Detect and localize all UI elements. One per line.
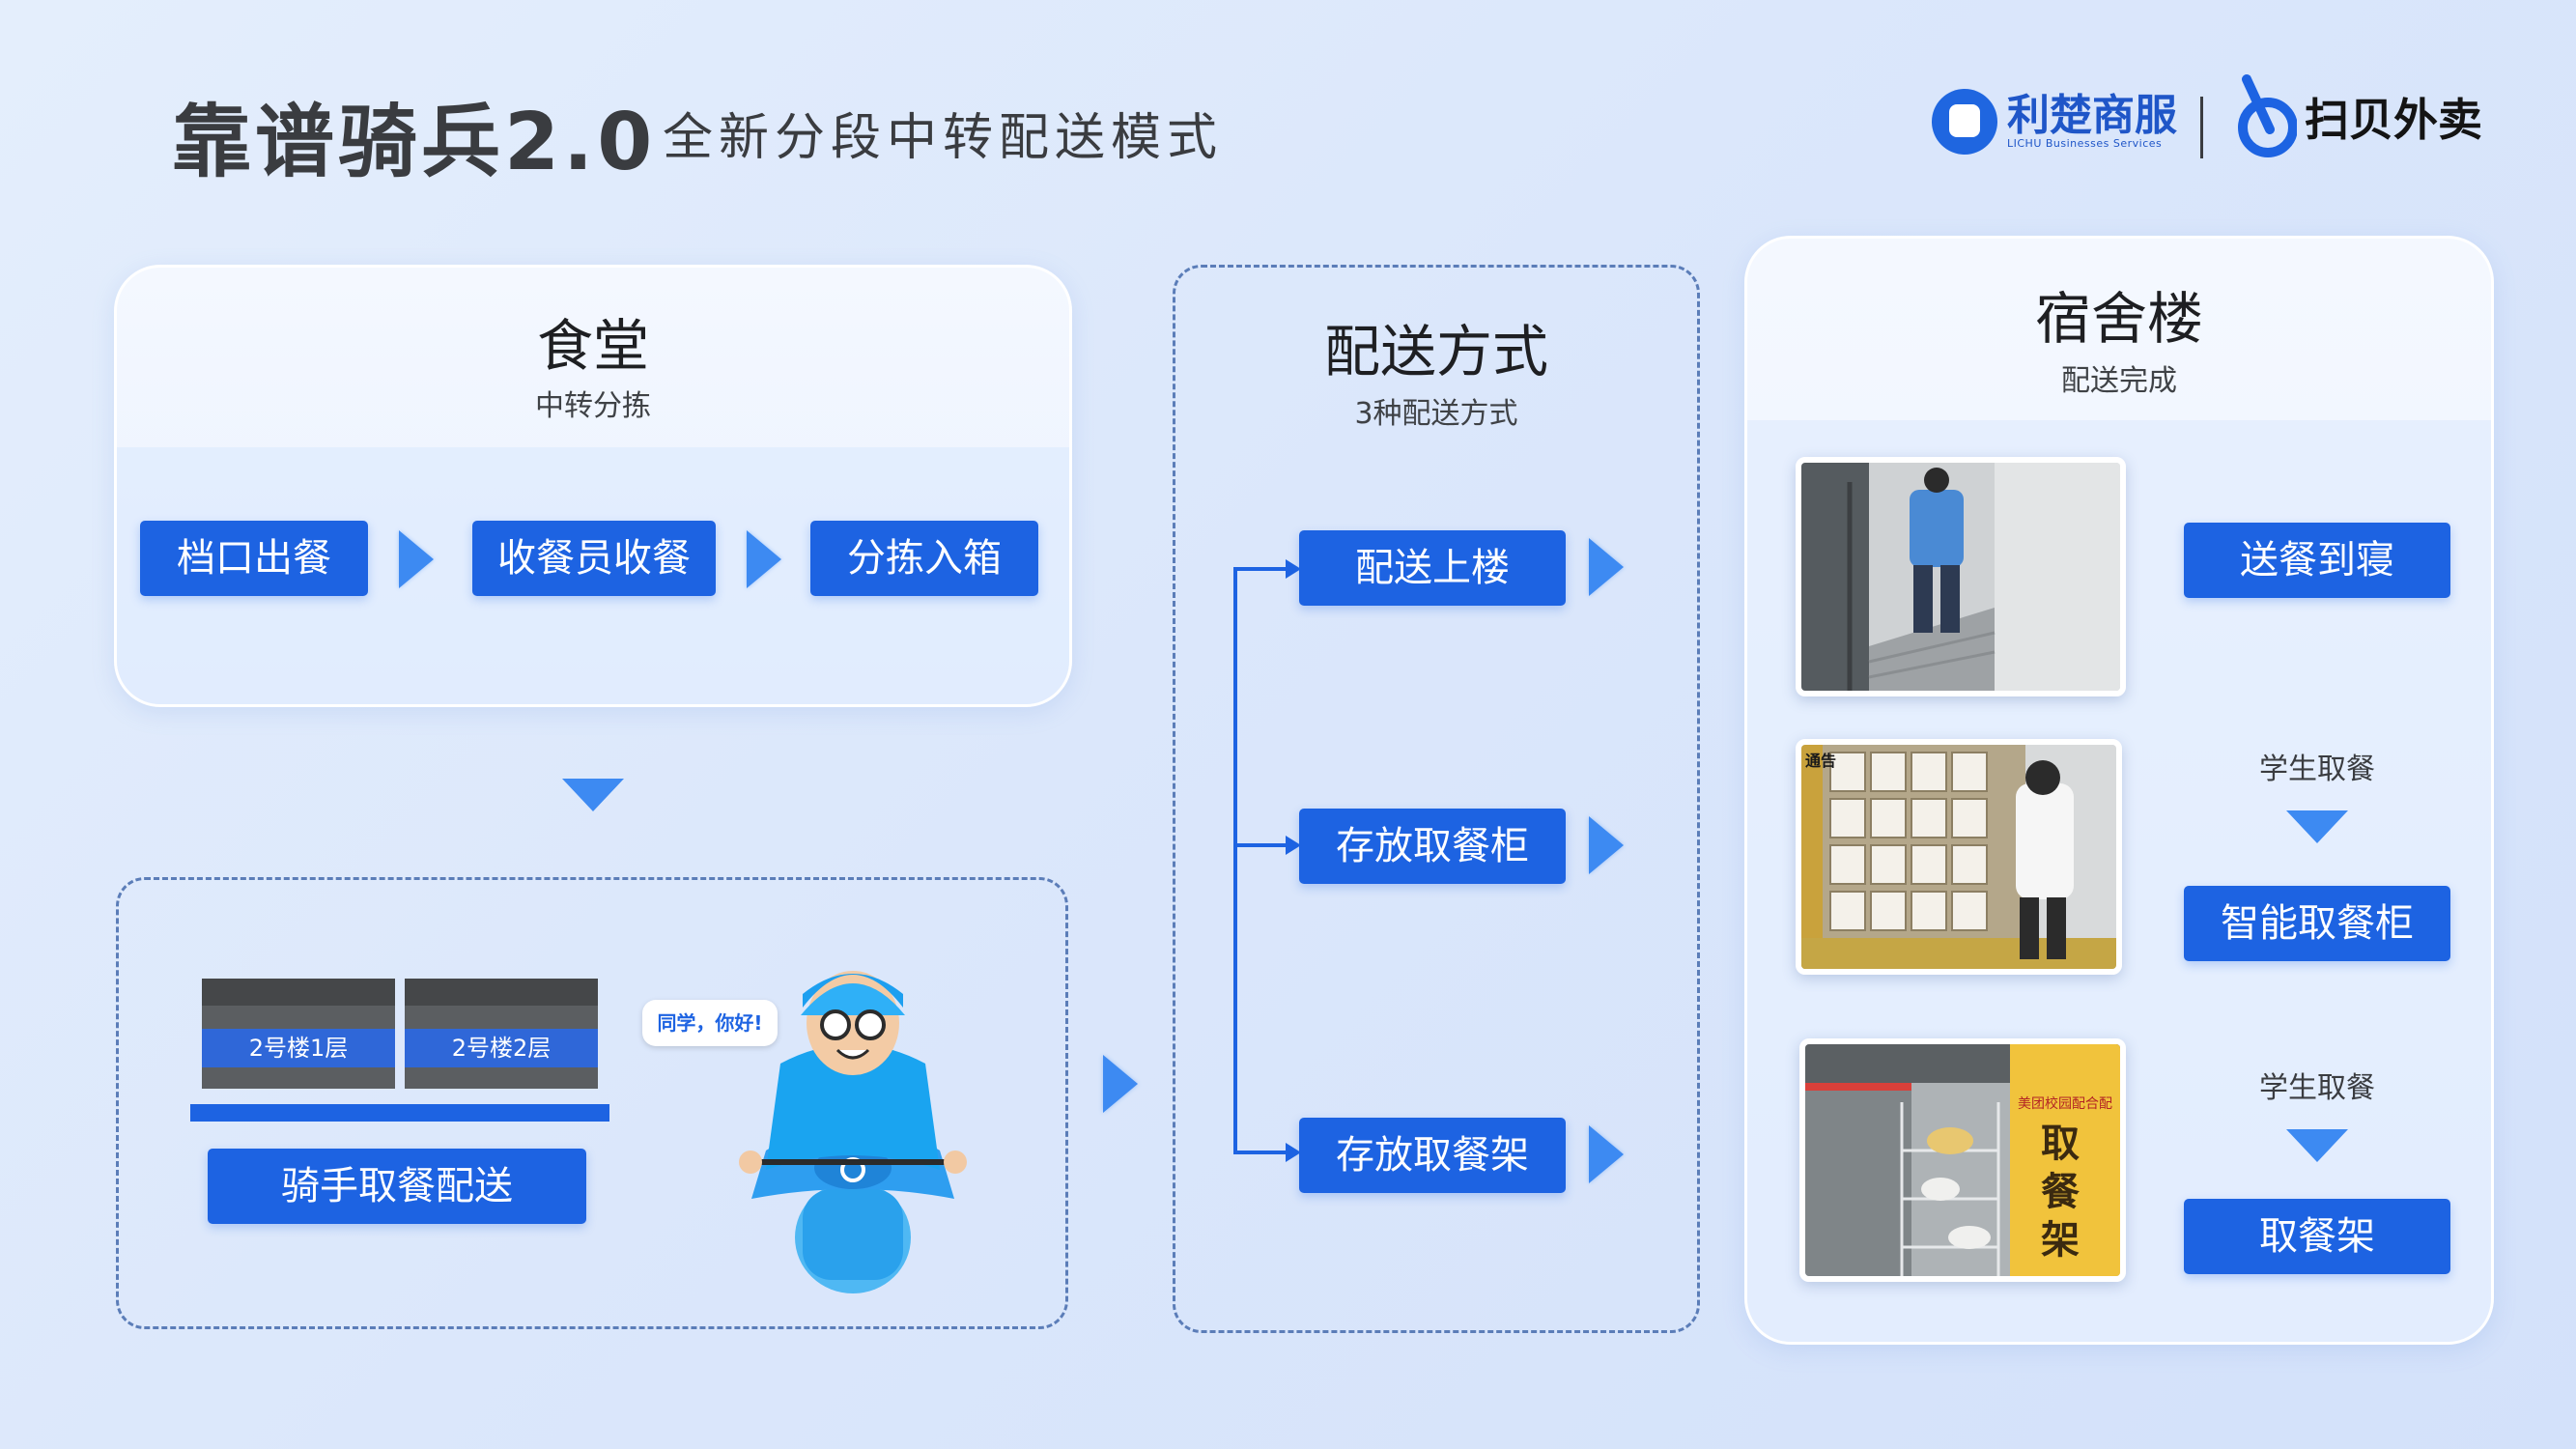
connector-arrow-icon — [1286, 1143, 1301, 1162]
lichu-logo-icon — [1932, 89, 1997, 155]
dorm-subtitle: 配送完成 — [2061, 364, 2177, 398]
lichu-logo-text: 利楚商服 — [2007, 90, 2177, 140]
delivery-title: 配送方式 — [1323, 319, 1548, 384]
rider-panel: 2号楼1层 2号楼2层 骑手取餐配送 同学，你好! — [116, 877, 1068, 1329]
photo-notice-text: 通告 — [1805, 752, 1836, 770]
crate-2: 2号楼2层 — [405, 979, 598, 1114]
photo-locker-image: 通告 — [1801, 745, 2116, 969]
method-locker: 存放取餐柜 — [1299, 809, 1566, 884]
arrow-right-icon — [747, 530, 781, 588]
photo-locker: 通告 — [1796, 739, 2122, 975]
step-stall-serve: 档口出餐 — [140, 521, 368, 596]
page-title: 靠谱骑兵2.0 — [172, 97, 657, 188]
canteen-subtitle: 中转分拣 — [535, 389, 651, 423]
dorm-title: 宿舍楼 — [2034, 286, 2203, 352]
photo-sign-top: 美团校园配合配 — [2018, 1095, 2112, 1112]
method-upstairs: 配送上楼 — [1299, 530, 1566, 606]
connector-arrow-icon — [1286, 559, 1301, 579]
crate-1: 2号楼1层 — [202, 979, 395, 1114]
logo-divider — [2200, 97, 2203, 158]
arrow-right-icon — [1589, 538, 1624, 596]
crate-shelf — [190, 1104, 609, 1122]
photo-stairs — [1796, 457, 2126, 696]
photo-stairs-image — [1801, 463, 2120, 691]
arrow-right-icon — [1589, 816, 1624, 874]
arrow-right-icon — [1103, 1055, 1138, 1113]
arrow-down-icon — [2286, 1129, 2348, 1162]
arrow-right-icon — [1589, 1125, 1624, 1183]
arrow-down-icon — [562, 779, 624, 811]
rack-button: 取餐架 — [2184, 1199, 2450, 1274]
student-pickup-label: 学生取餐 — [2259, 1071, 2375, 1105]
step-collector-receive: 收餐员收餐 — [472, 521, 716, 596]
connector-top — [1233, 567, 1291, 571]
crate-label: 2号楼1层 — [202, 1029, 395, 1067]
step-sort-box: 分拣入箱 — [810, 521, 1038, 596]
photo-sign-char: 取 — [2041, 1122, 2080, 1166]
speech-bubble: 同学，你好! — [642, 1000, 778, 1046]
connector-bottom — [1233, 1151, 1291, 1154]
method-rack: 存放取餐架 — [1299, 1118, 1566, 1193]
saobei-logo-text: 扫贝外卖 — [2305, 94, 2482, 146]
page-subtitle: 全新分段中转配送模式 — [663, 109, 1224, 167]
lichu-logo-subtext: LICHU Businesses Services — [2007, 136, 2163, 150]
delivery-panel: 配送方式 3种配送方式 配送上楼 存放取餐柜 存放取餐架 — [1173, 265, 1700, 1333]
rider-pickup-button: 骑手取餐配送 — [208, 1149, 586, 1224]
saobei-logo: 扫贝外卖 — [2233, 73, 2482, 160]
canteen-panel: 食堂 中转分拣 档口出餐 收餐员收餐 分拣入箱 — [114, 265, 1072, 707]
delivery-subtitle: 3种配送方式 — [1354, 397, 1518, 431]
saobei-logo-icon — [2238, 74, 2297, 157]
dorm-panel: 宿舍楼 配送完成 送餐到寝 — [1744, 236, 2494, 1345]
photo-rack: 美团校园配合配 取 餐 架 — [1799, 1038, 2126, 1282]
canteen-title: 食堂 — [536, 313, 649, 379]
student-pickup-label: 学生取餐 — [2259, 753, 2375, 786]
lichu-logo: 利楚商服 LICHU Businesses Services — [1932, 89, 2177, 155]
arrow-right-icon — [399, 530, 434, 588]
dorm-to-room-button: 送餐到寝 — [2184, 523, 2450, 598]
photo-rack-image: 美团校园配合配 取 餐 架 — [1805, 1044, 2120, 1276]
rider-illustration — [739, 971, 967, 1293]
smart-locker-button: 智能取餐柜 — [2184, 886, 2450, 961]
crate-label: 2号楼2层 — [405, 1029, 598, 1067]
photo-sign-char: 架 — [2041, 1218, 2080, 1263]
connector-mid — [1233, 843, 1291, 847]
connector-arrow-icon — [1286, 836, 1301, 855]
arrow-down-icon — [2286, 810, 2348, 843]
photo-sign-char: 餐 — [2041, 1170, 2080, 1214]
connector-vertical — [1233, 567, 1237, 1152]
